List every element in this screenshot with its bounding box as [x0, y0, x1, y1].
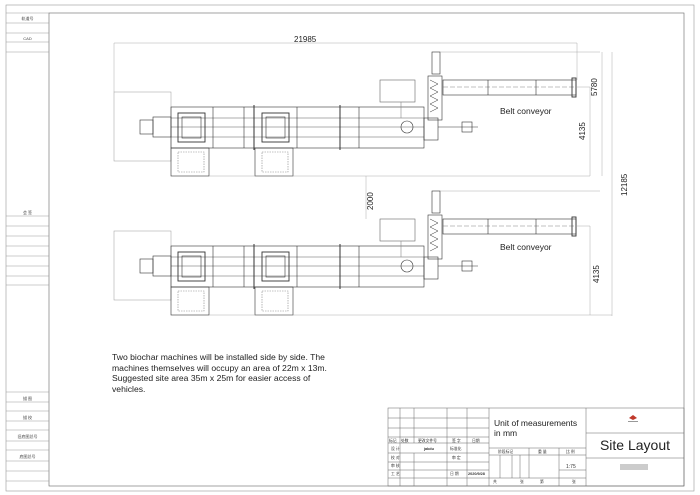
- dim-spacing: 2000: [366, 192, 375, 210]
- header-change-doc: 更改文件号: [418, 439, 437, 443]
- installation-note: Two biochar machines will be installed s…: [112, 352, 327, 394]
- dim-top-conveyor-offset: 4135: [578, 122, 587, 140]
- side-label-countersign: 会 签: [22, 210, 33, 215]
- side-label-cad: CAD: [23, 36, 32, 41]
- dim-overall-length: 21985: [294, 35, 317, 44]
- sheet-no-label: 第: [540, 480, 544, 484]
- dim-bottom-conveyor-offset: 4135: [592, 265, 601, 283]
- header-date: 日期: [472, 439, 480, 443]
- blurred-company-name: [620, 464, 648, 470]
- design-label: 设 计: [391, 447, 400, 451]
- side-label-base-no: 底图总号: [19, 454, 36, 459]
- stage-label: 阶段标记: [498, 450, 514, 454]
- label-belt-conveyor-bottom: Belt conveyor: [500, 242, 552, 252]
- unit-note: Unit of measurements in mm: [494, 418, 578, 438]
- approve-label: 审 定: [452, 456, 461, 460]
- scale-label: 比 例: [566, 450, 575, 454]
- header-count: 处数: [401, 439, 409, 443]
- dim-total-width: 12185: [620, 173, 629, 196]
- sheet-label: 张: [572, 480, 576, 484]
- review-label: 审 核: [391, 464, 400, 468]
- scale-value: 1:75: [566, 464, 576, 470]
- label-belt-conveyor-top: Belt conveyor: [500, 106, 552, 116]
- machine-bottom: [113, 190, 601, 316]
- weight-label: 重 量: [538, 450, 547, 454]
- designer-name: jakdu: [424, 447, 434, 451]
- side-label-track-no: 轨道号: [21, 16, 34, 21]
- standardization-label: 标准化: [450, 447, 462, 451]
- sheets-label: 张: [520, 480, 524, 484]
- process-label: 工 艺: [391, 472, 400, 476]
- header-mark: 标记: [389, 439, 397, 443]
- drawing-title: Site Layout: [599, 437, 671, 453]
- drawing-date: 2020/9/28: [468, 472, 485, 476]
- company-logo: [628, 415, 638, 422]
- date-label: 日 期: [450, 472, 459, 476]
- dim-top-unit-width: 5780: [590, 78, 599, 96]
- total-label: 共: [493, 480, 497, 484]
- side-label-trace-check: 描 校: [22, 415, 33, 420]
- side-label-trace: 描 图: [22, 396, 33, 401]
- check-label: 校 对: [391, 456, 400, 460]
- header-signature: 签 字: [452, 439, 461, 443]
- side-label-old-base-no: 旧底图总号: [17, 434, 38, 439]
